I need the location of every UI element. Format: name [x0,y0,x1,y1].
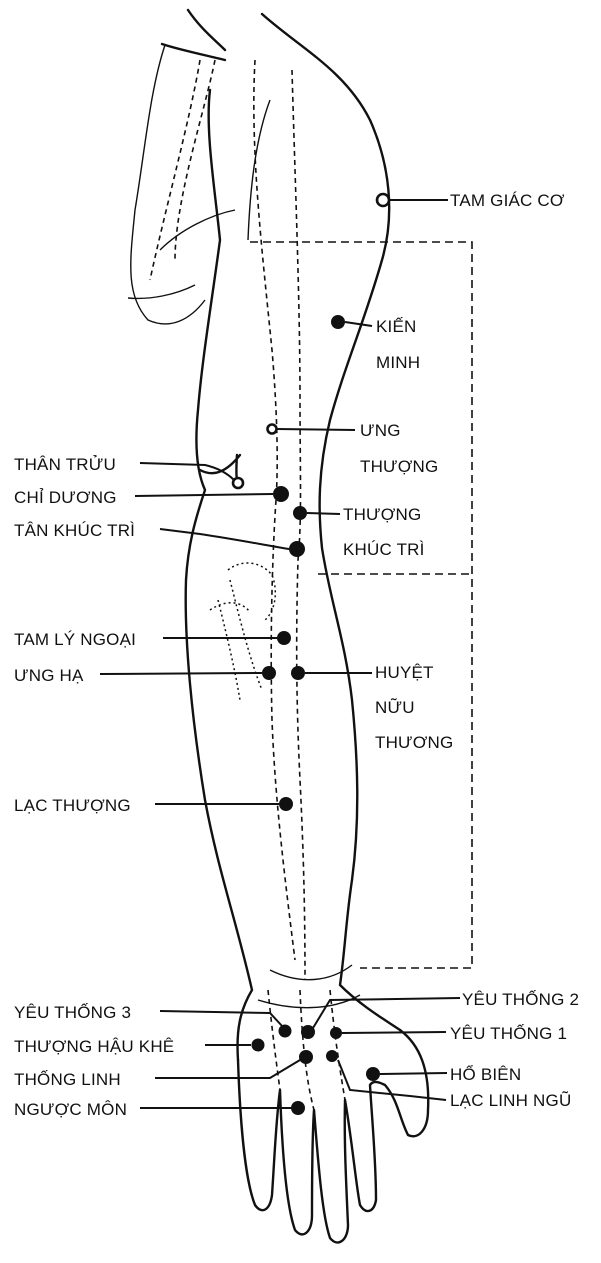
label-ung-ha: ƯNG HẠ [14,666,84,685]
label-nguoc-mon: NGƯỢC MÔN [14,1100,127,1119]
label-ho-bien: HỔ BIÊN [450,1065,521,1084]
point-ung-ha [262,666,276,680]
label-thuong-khuc-tri-1: THƯỢNG [343,505,421,524]
label-kien-minh-2: MINH [376,353,420,372]
region-box [250,242,472,968]
leader-lines [100,200,460,1108]
acupoints [233,194,389,1115]
label-chi-duong: CHỈ DƯƠNG [14,488,117,507]
label-yeu-thong-1: YÊU THỐNG 1 [450,1023,567,1043]
label-thong-linh: THỐNG LINH [14,1069,121,1089]
label-tam-ly-ngoai: TAM LÝ NGOẠI [14,630,136,649]
label-thuong-khuc-tri-2: KHÚC TRÌ [343,540,425,559]
point-ung-thuong [268,425,277,434]
label-yeu-thong-2: YÊU THỐNG 2 [462,989,579,1009]
point-thong-linh-2 [326,1050,338,1062]
label-tan-khuc-tri: TÂN KHÚC TRÌ [14,521,135,540]
point-thuong-khuc-tri [293,506,307,520]
point-tan-khuc-tri [289,541,305,557]
label-ung-thuong-2: THƯỢNG [360,457,438,476]
point-lac-thuong [279,797,293,811]
label-huyet-nuu-thuong-1: HUYỆT [375,663,434,682]
shoulder-sketch [128,45,270,324]
point-ho-bien [366,1067,380,1081]
point-kien-minh [331,315,345,329]
label-huyet-nuu-thuong-3: THƯƠNG [375,733,453,752]
point-yeu-thong-1 [330,1027,342,1039]
label-than-truu: THÂN TRỬU [14,455,116,474]
point-tam-ly-ngoai [277,631,291,645]
point-nguoc-mon [291,1101,305,1115]
label-huyet-nuu-thuong-2: NỮU [375,698,415,717]
label-kien-minh-1: KIẾN [376,317,416,336]
label-thuong-hau-khe: THƯỢNG HẬU KHÊ [14,1037,174,1056]
label-tam-giac-co: TAM GIÁC CƠ [450,191,565,210]
point-tam-giac-co [377,194,389,206]
point-huyet-nuu-thuong [291,666,305,680]
label-yeu-thong-3: YÊU THỐNG 3 [14,1002,131,1022]
point-chi-duong [273,486,289,502]
point-yeu-thong-3 [279,1025,292,1038]
point-thuong-hau-khe [252,1039,265,1052]
label-lac-linh-ngu: LẠC LINH NGŨ [450,1091,571,1110]
meridian-lines [150,60,345,1110]
point-thong-linh [299,1050,313,1064]
label-lac-thuong: LẠC THƯỢNG [14,796,131,815]
label-ung-thuong-1: ƯNG [360,421,401,440]
